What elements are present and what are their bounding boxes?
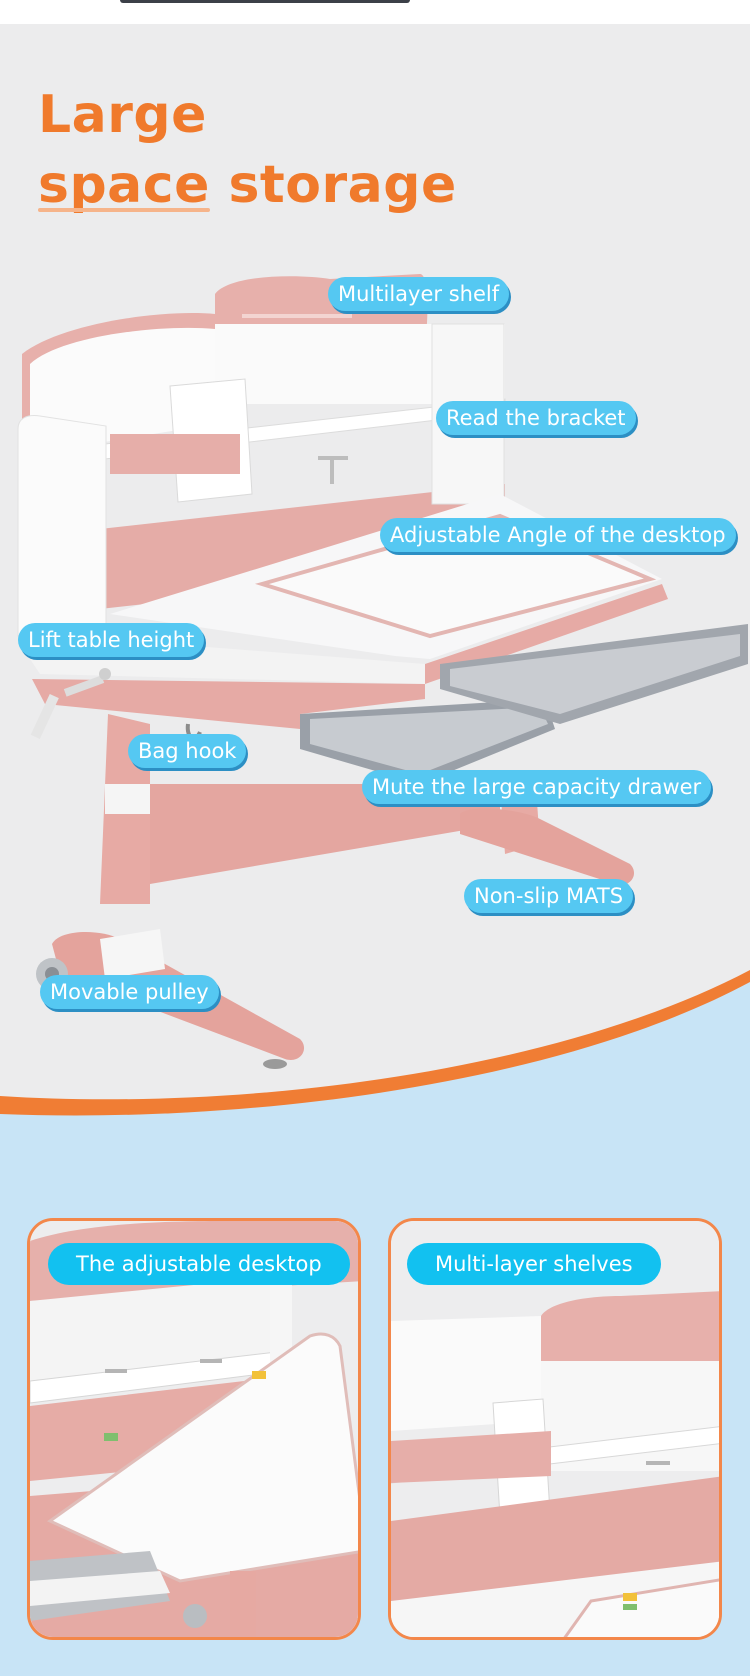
label-read-bracket: Read the bracket bbox=[436, 401, 636, 435]
desk-closeup-illustration bbox=[30, 1221, 358, 1637]
title-line-1: Large bbox=[38, 85, 207, 145]
label-adjustable-angle: Adjustable Angle of the desktop bbox=[380, 518, 736, 552]
card-label-multi-layer-shelves: Multi-layer shelves bbox=[407, 1243, 661, 1285]
label-drawer: Mute the large capacity drawer bbox=[362, 770, 712, 804]
title-line-2: space storage bbox=[38, 150, 457, 220]
page-title: Large space storage bbox=[38, 80, 457, 220]
card-multi-layer-shelves: Multi-layer shelves bbox=[388, 1218, 722, 1640]
card-label-adjustable-desktop: The adjustable desktop bbox=[48, 1243, 350, 1285]
desk-illustration bbox=[0, 24, 750, 1116]
label-non-slip: Non-slip MATS bbox=[464, 879, 634, 913]
label-bag-hook: Bag hook bbox=[128, 734, 247, 768]
title-rest: storage bbox=[228, 155, 457, 215]
top-strip bbox=[0, 0, 750, 24]
card-adjustable-desktop: The adjustable desktop bbox=[27, 1218, 361, 1640]
label-multilayer-shelf: Multilayer shelf bbox=[328, 277, 510, 311]
hero-section: Large space storage Multilayer shelf Rea… bbox=[0, 24, 750, 1124]
shelf-closeup-illustration bbox=[391, 1221, 719, 1637]
label-pulley: Movable pulley bbox=[40, 975, 219, 1009]
previous-section-edge bbox=[120, 0, 410, 3]
title-underlined-word: space bbox=[38, 150, 210, 220]
label-lift-height: Lift table height bbox=[18, 623, 205, 657]
